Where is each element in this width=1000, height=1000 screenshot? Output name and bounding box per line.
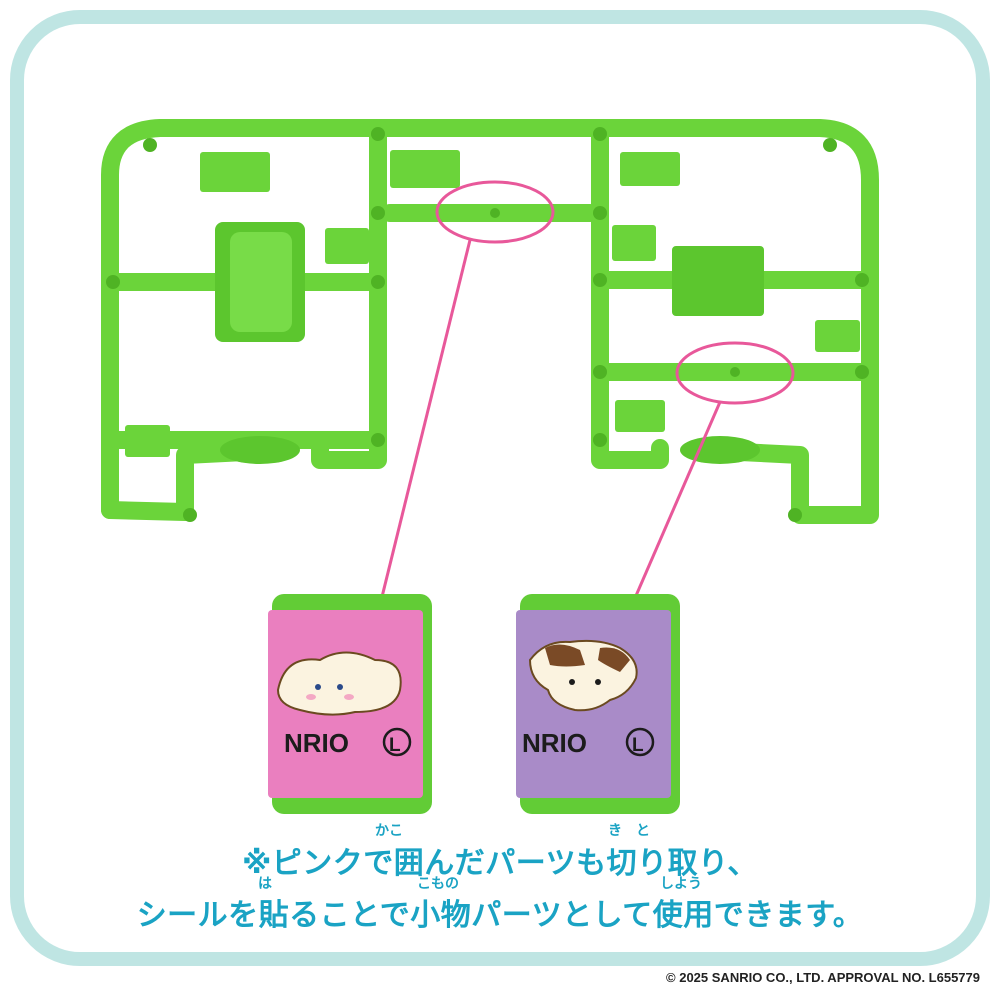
sticker-brand-text: NRIO — [522, 728, 587, 758]
license-mark-icon — [625, 727, 655, 757]
ruby-komono: こもの — [417, 876, 459, 892]
caption-ruby-line1: かこ き と — [0, 820, 1000, 839]
cinnamoroll-face-icon — [276, 651, 402, 716]
pink-sticker-part: NRIO L — [268, 594, 432, 814]
runner-joints — [106, 127, 869, 522]
caption-line2: シールを貼ることで小物パーツとして使用できます。 — [136, 898, 864, 933]
ruby-kako: かこ — [375, 823, 403, 839]
license-mark-text: L — [632, 735, 644, 756]
leader-line-right — [633, 401, 722, 599]
license-mark-text: L — [389, 735, 401, 756]
highlight-ellipse-left — [435, 180, 555, 244]
plastic-runner — [101, 119, 879, 524]
highlight-markers — [378, 180, 795, 606]
caption-line1: ※ピンクで囲んだパーツも切り取り、 — [242, 846, 758, 881]
highlight-ellipse-right — [675, 341, 795, 405]
runner-parts — [215, 222, 764, 464]
license-mark-icon — [382, 727, 412, 757]
copyright-notice: © 2025 SANRIO CO., LTD. APPROVAL NO. L65… — [666, 970, 980, 985]
caption-ruby-line2: は こもの しよう — [0, 873, 1000, 892]
purple-sticker-part: NRIO L — [516, 594, 680, 814]
rounded-frame — [10, 10, 990, 966]
runner-tabs — [125, 150, 860, 457]
ruby-shiyou: しよう — [660, 876, 702, 892]
ruby-ha: は — [258, 876, 272, 892]
sticker-brand-text: NRIO — [284, 728, 349, 758]
leader-line-left — [378, 239, 472, 606]
ruby-kitto: き と — [608, 823, 650, 839]
